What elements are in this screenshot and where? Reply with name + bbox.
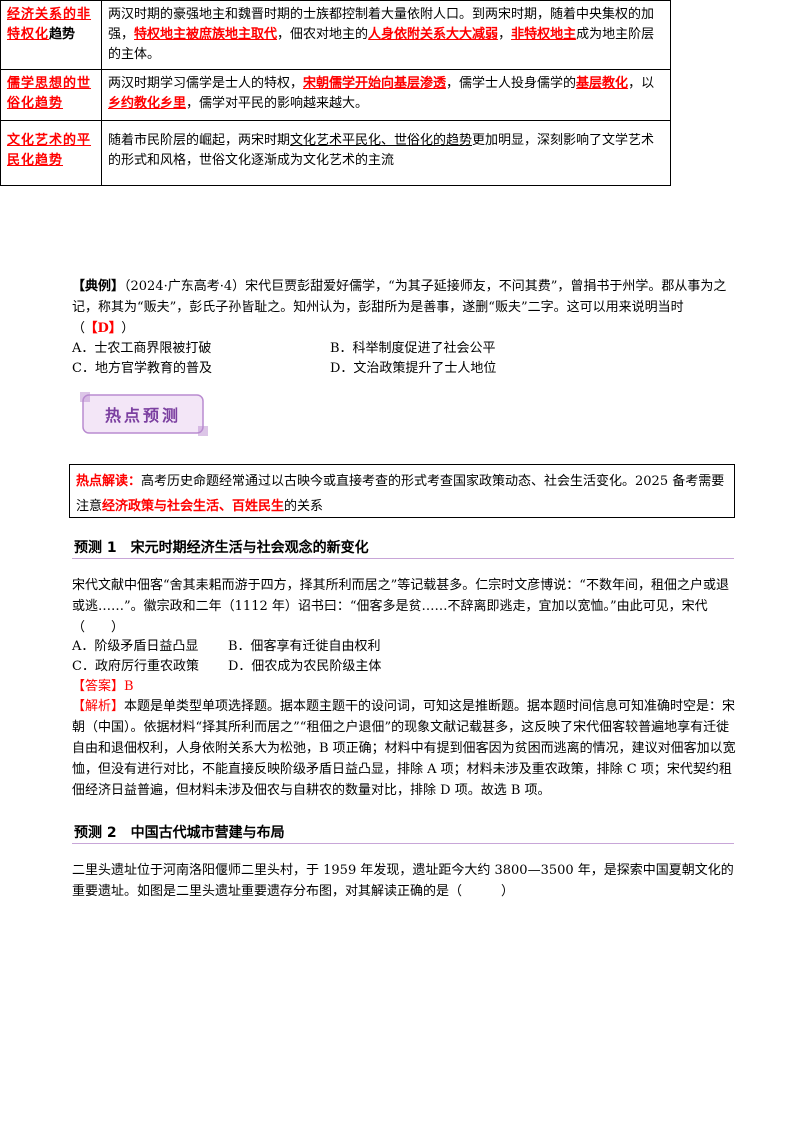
- example-stem: （2024·广东高考·4）宋代巨贾彭甜爱好儒学，“为其子延接师友，不问其费”，曾…: [72, 279, 727, 336]
- row-body: 随着市民阶层的崛起，两宋时期文化艺术平民化、世俗化的趋势更加明显，深刻影响了文学…: [101, 120, 671, 186]
- highlighted-phrase: 特权地主被庶族地主取代: [134, 27, 278, 42]
- p1-option-a: A．阶级矛盾日益凸显: [72, 639, 199, 654]
- interp-text: 高考历史命题经常通过以古映今或直接考查的形式考查国家政策动态、社会生活变化。20…: [76, 474, 725, 514]
- answer-value: B: [124, 679, 134, 694]
- highlighted-phrase: 基层教化: [576, 76, 629, 91]
- row-head: 经济关系的非特权化趋势: [0, 0, 102, 70]
- table-row: 经济关系的非特权化趋势 两汉时期的豪强地主和魏晋时期的士族都控制着大量依附人口。…: [0, 0, 671, 70]
- p1-option-d: D．佃农成为农民阶级主体: [228, 659, 382, 674]
- title-underline: [72, 558, 734, 559]
- interp-tail: 的关系: [284, 499, 324, 514]
- row-head: 文化艺术的平民化趋势: [0, 120, 102, 186]
- table-row: 文化艺术的平民化趋势 随着市民阶层的崛起，两宋时期文化艺术平民化、世俗化的趋势更…: [0, 120, 671, 186]
- body-text: 成为地主阶层的主体。: [108, 27, 655, 62]
- row-body: 两汉时期学习儒学是士人的特权，宋朝儒学开始向基层渗透，儒学士人投身儒学的基层教化…: [101, 69, 671, 121]
- p1-option-c: C．政府厉行重农政策: [72, 659, 199, 674]
- p1-option-b: B．佃客享有迁徙自由权利: [228, 639, 381, 654]
- interp-label: 热点解读：: [76, 474, 142, 489]
- body-text: ，佃农对地主的: [277, 27, 369, 42]
- body-text: ，以: [628, 76, 655, 91]
- highlighted-phrase: 非特权地主: [511, 27, 577, 42]
- prediction-1-title: 预测 1 宋元时期经济生活与社会观念的新变化: [74, 540, 369, 556]
- example-answer: 【D】: [91, 321, 116, 336]
- p1-answer: 【答案】B: [72, 676, 134, 697]
- table-row: 儒学思想的世俗化趋势 两汉时期学习儒学是士人的特权，宋朝儒学开始向基层渗透，儒学…: [0, 69, 671, 121]
- analysis-label: 【解析】: [72, 699, 125, 714]
- row-body: 两汉时期的豪强地主和魏晋时期的士族都控制着大量依附人口。到两宋时期，随着中央集权…: [101, 0, 671, 70]
- body-text: 两汉时期的豪强地主和魏晋时期的士族都控制着大量依附人口。到两宋时期，随着中央集权…: [108, 7, 655, 42]
- body-text: 随着市民阶层的崛起，两宋时期: [108, 133, 291, 148]
- option-d: D．文治政策提升了士人地位: [330, 361, 497, 376]
- prediction-2-title: 预测 2 中国古代城市营建与布局: [74, 825, 285, 841]
- analysis-text: 本题是单类型单项选择题。据本题主题干的设问词，可知这是推断题。据本题时间信息可知…: [72, 699, 736, 798]
- title-underline: [72, 843, 734, 844]
- body-text: 更加明显，深刻影响了文学艺术的形式和风格，世俗文化逐渐成为文化艺术的主流: [108, 133, 655, 168]
- option-c: C．地方官学教育的普及: [72, 361, 212, 376]
- body-text: ，儒学对平民的影响越来越大。: [186, 96, 369, 111]
- highlighted-phrase: 文化艺术平民化、世俗化的趋势: [290, 133, 473, 148]
- answer-label: 【答案】: [72, 679, 125, 694]
- prediction-1-stem: 宋代文献中佃客“舍其耒耜而游于四方，择其所利而居之”等记载甚多。仁宗时文彦博说：…: [72, 578, 729, 635]
- example-close: ）: [121, 321, 135, 336]
- option-a: A．士农工商界限被打破: [72, 341, 212, 356]
- highlighted-phrase: 人身依附关系大大减弱: [368, 27, 499, 42]
- example-tag: 【典例】: [72, 279, 125, 294]
- body-text: ，儒学士人投身儒学的: [446, 76, 577, 91]
- option-b: B．科举制度促进了社会公平: [330, 341, 496, 356]
- example-question: 【典例】（2024·广东高考·4）宋代巨贾彭甜爱好儒学，“为其子延接师友，不问其…: [72, 276, 736, 339]
- hot-predict-badge: 热点预测: [80, 392, 208, 436]
- p1-analysis: 【解析】本题是单类型单项选择题。据本题主题干的设问词，可知这是推断题。据本题时间…: [72, 696, 736, 801]
- badge-label: 热点预测: [104, 406, 181, 425]
- badge-decoration: [80, 392, 208, 436]
- body-text: ，: [498, 27, 512, 42]
- comparison-table: 经济关系的非特权化趋势 两汉时期的豪强地主和魏晋时期的士族都控制着大量依附人口。…: [0, 0, 671, 186]
- body-text: 两汉时期学习儒学是士人的特权，: [108, 76, 304, 91]
- hot-interpretation-box: 热点解读：高考历史命题经常通过以古映今或直接考查的形式考查国家政策动态、社会生活…: [69, 464, 735, 518]
- highlighted-phrase: 宋朝儒学开始向基层渗透: [303, 76, 447, 91]
- interp-highlight: 经济政策与社会生活、百姓民生: [102, 499, 285, 514]
- row-head: 儒学思想的世俗化趋势: [0, 69, 102, 121]
- prediction-2-stem: 二里头遗址位于河南洛阳偃师二里头村，于 1959 年发现，遗址距今大约 3800…: [72, 863, 734, 899]
- highlighted-phrase: 乡约教化乡里: [108, 96, 187, 111]
